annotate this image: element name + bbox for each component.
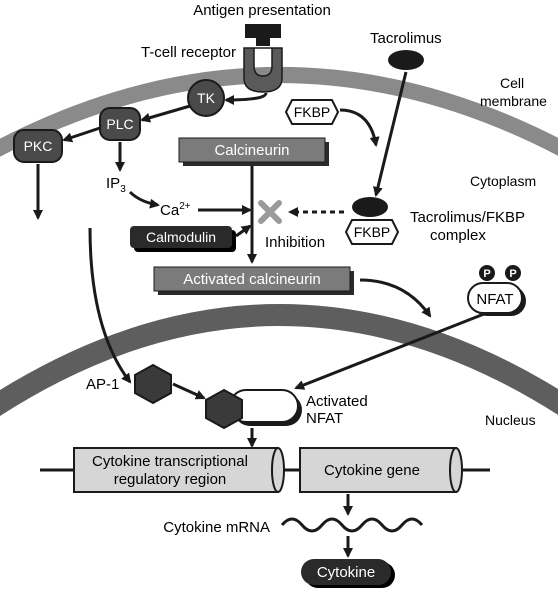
antigen-icon: [245, 24, 281, 38]
pathway-arrows: [33, 71, 485, 558]
tacrolimus-molecule: [388, 50, 424, 70]
pkc-node: [13, 129, 63, 163]
antigen-presentation-label: Antigen presentation: [193, 2, 331, 19]
arrow-calmodulin-to-calcineurin: [235, 224, 252, 238]
arrow-ip3-to-ca: [128, 190, 160, 209]
cytokine-gene-box: [299, 447, 457, 493]
arrow-tacrolimus-down: [373, 71, 408, 197]
nucleus-label: Nucleus: [485, 412, 536, 428]
activated-nfat-label-2: NFAT: [306, 410, 343, 427]
pkc-label: PKC: [24, 138, 53, 154]
arrow-fkbp-to-complex: [339, 108, 380, 147]
tk-node: [187, 79, 225, 117]
arrow-plc-to-pkc: [62, 126, 101, 143]
antigen-stem: [256, 36, 270, 46]
cytokine-gene-label: Cytokine gene: [324, 462, 420, 479]
transcriptional-region-label: Cytokine transcriptional: [92, 453, 248, 470]
calmodulin-box: [130, 226, 232, 248]
cytokine-gene-end: [449, 447, 463, 493]
cell-membrane-label-2: membrane: [480, 93, 547, 109]
cytoplasm-label: Cytoplasm: [470, 173, 536, 189]
nfat-label: NFAT: [476, 291, 513, 308]
complex-tacrolimus: [352, 197, 388, 217]
complex-fkbp-label: FKBP: [354, 224, 391, 240]
arrow-nfat-to-nucleus: [294, 312, 485, 390]
phosphate-icon: [505, 265, 521, 281]
transcriptional-region-label-2: regulatory region: [114, 471, 227, 488]
fkbp-label: FKBP: [294, 104, 331, 120]
activated-calcineurin-box: [153, 266, 351, 292]
arrow-ap1-to-complex: [172, 382, 206, 400]
arrow-cytoplasm-to-ap1: [88, 227, 132, 384]
plc-node: [99, 107, 141, 141]
phosphate-label: P: [483, 268, 490, 280]
complex-label-2: complex: [430, 227, 486, 244]
nfat-node: [467, 282, 523, 314]
t-cell-receptor-label: T-cell receptor: [141, 44, 236, 61]
cell-membrane-label: Cell: [500, 75, 524, 91]
cytokine-node: [301, 559, 391, 585]
plc-label: PLC: [106, 116, 133, 132]
arrow-tk-to-plc: [140, 104, 191, 123]
inhibition-x-icon: [258, 200, 282, 224]
cytokine-label: Cytokine: [317, 564, 375, 581]
calmodulin-label: Calmodulin: [146, 229, 216, 245]
inhibition-label: Inhibition: [265, 234, 325, 251]
ap1-bound-node: [205, 388, 243, 430]
calcineurin-box: [178, 137, 326, 163]
tacrolimus-label: Tacrolimus: [370, 30, 442, 47]
t-cell-receptor-icon: [243, 47, 283, 93]
mrna-wave: [280, 517, 424, 533]
activated-nfat-label: Activated: [306, 393, 368, 410]
transcriptional-region-end: [271, 447, 285, 493]
fkbp-node: [284, 99, 340, 125]
nuclear-envelope: [0, 304, 558, 417]
arrow-activated-calcineurin-to-nfat: [359, 278, 432, 318]
phosphate-label: P: [509, 268, 516, 280]
complex-label: Tacrolimus/FKBP: [410, 209, 525, 226]
ip3-label: IP3: [106, 175, 126, 195]
transcriptional-region-box: [73, 447, 279, 493]
ap1-node: [134, 363, 172, 405]
activated-calcineurin-label: Activated calcineurin: [183, 271, 321, 288]
tk-label: TK: [197, 90, 216, 106]
arrow-receptor-to-tk: [224, 92, 268, 105]
complex-fkbp-node: [344, 219, 400, 245]
phosphate-icon: [479, 265, 495, 281]
ap1-label: AP-1: [86, 376, 119, 393]
cytokine-mrna-label: Cytokine mRNA: [163, 519, 270, 536]
ca-label: Ca2+: [160, 201, 191, 219]
calcineurin-label: Calcineurin: [214, 142, 289, 159]
